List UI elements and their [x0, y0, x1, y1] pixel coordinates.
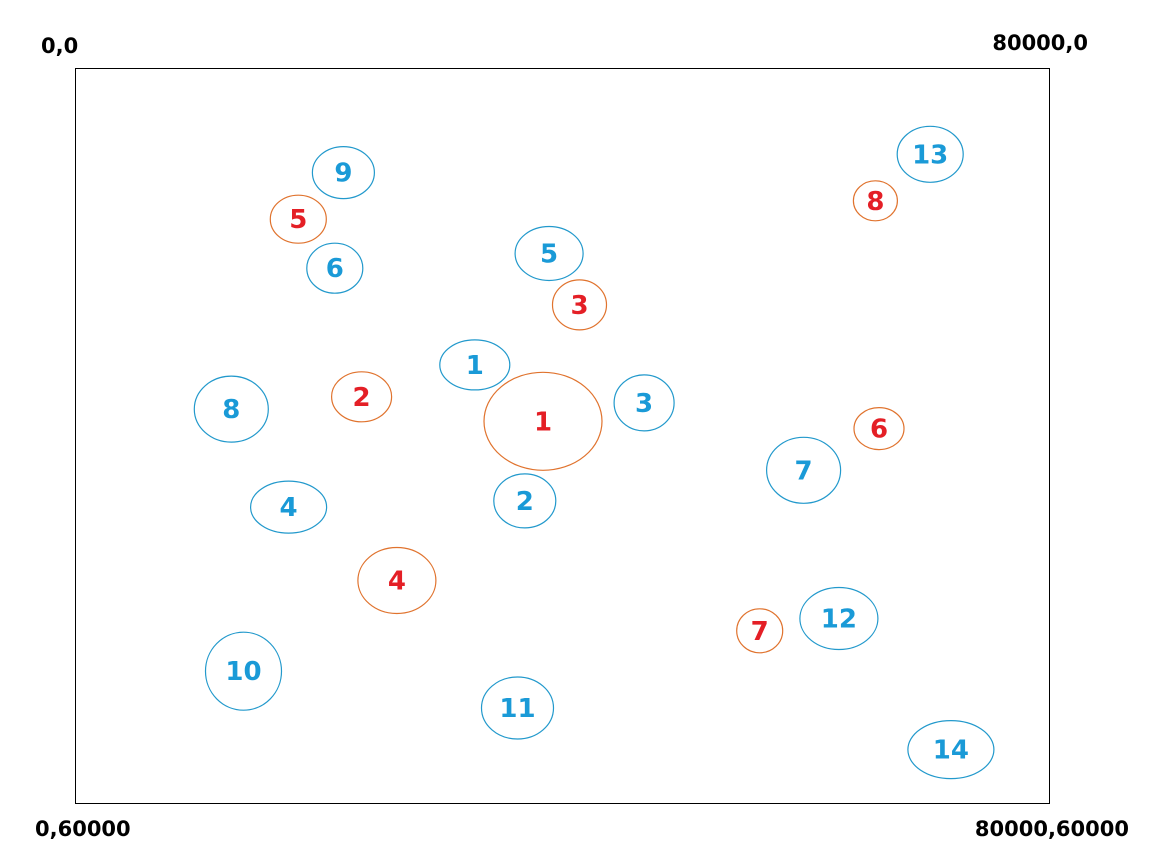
blue-marker-label: 14 [933, 736, 969, 766]
red-marker-7: 7 [736, 608, 784, 654]
blue-marker-label: 9 [334, 159, 352, 189]
blue-marker-12: 12 [799, 586, 879, 651]
blue-marker-11: 11 [480, 676, 555, 740]
red-marker-label: 6 [870, 415, 888, 445]
blue-marker-label: 3 [635, 389, 653, 419]
red-marker-circle [852, 180, 899, 222]
corner-label-bottom-left: 0,60000 [35, 817, 131, 841]
blue-marker-label: 12 [821, 605, 857, 635]
blue-marker-label: 6 [326, 254, 344, 284]
blue-marker-circle [204, 631, 283, 711]
blue-marker-6: 6 [306, 242, 364, 294]
blue-marker-5: 5 [514, 225, 584, 282]
red-marker-label: 5 [289, 205, 307, 235]
red-marker-2: 2 [331, 371, 393, 423]
blue-marker-label: 5 [540, 240, 558, 270]
blue-marker-circle [193, 375, 269, 443]
blue-marker-circle [311, 146, 375, 200]
blue-marker-13: 13 [896, 125, 964, 183]
blue-marker-7: 7 [765, 436, 842, 504]
red-marker-label: 1 [534, 407, 552, 437]
blue-marker-circle [480, 676, 555, 740]
blue-marker-label: 8 [222, 395, 240, 425]
blue-marker-3: 3 [613, 374, 675, 432]
red-marker-circle [736, 608, 784, 654]
blue-marker-circle [514, 225, 584, 282]
corner-label-bottom-right: 80000,60000 [974, 817, 1129, 841]
blue-marker-14: 14 [907, 719, 995, 780]
red-marker-label: 7 [751, 617, 769, 647]
blue-marker-circle [439, 339, 511, 391]
blue-marker-circle [306, 242, 364, 294]
blue-marker-label: 4 [280, 493, 298, 523]
red-marker-6: 6 [853, 407, 905, 451]
red-marker-circle [853, 407, 905, 451]
blue-marker-label: 2 [516, 487, 534, 517]
blue-marker-4: 4 [250, 480, 328, 534]
red-marker-label: 4 [388, 567, 406, 597]
red-marker-circle [269, 194, 327, 244]
blue-marker-circle [493, 473, 557, 529]
red-marker-circle [331, 371, 393, 423]
red-marker-circle [357, 546, 437, 615]
blue-marker-2: 2 [493, 473, 557, 529]
blue-marker-1: 1 [439, 339, 511, 391]
blue-marker-label: 1 [466, 351, 484, 381]
blue-marker-label: 10 [225, 657, 261, 687]
red-marker-label: 3 [570, 291, 588, 321]
blue-marker-circle [907, 719, 995, 780]
red-marker-8: 8 [852, 180, 899, 222]
red-marker-circle [551, 279, 608, 331]
map-frame [75, 68, 1050, 804]
blue-marker-circle [765, 436, 842, 504]
blue-marker-circle [613, 374, 675, 432]
blue-marker-10: 10 [204, 631, 283, 711]
blue-marker-label: 11 [499, 694, 535, 724]
blue-marker-label: 7 [795, 456, 813, 486]
corner-label-top-left: 0,0 [41, 34, 79, 58]
red-marker-label: 2 [353, 383, 371, 413]
blue-marker-label: 13 [912, 140, 948, 170]
blue-marker-circle [799, 586, 879, 651]
corner-label-top-right: 80000,0 [992, 31, 1088, 55]
blue-marker-8: 8 [193, 375, 269, 443]
red-marker-3: 3 [551, 279, 608, 331]
blue-marker-circle [896, 125, 964, 183]
red-marker-4: 4 [357, 546, 437, 615]
blue-marker-9: 9 [311, 146, 375, 200]
red-marker-label: 8 [866, 187, 884, 217]
blue-marker-circle [250, 480, 328, 534]
red-marker-circle [483, 371, 603, 471]
red-marker-1: 1 [483, 371, 603, 471]
red-marker-5: 5 [269, 194, 327, 244]
